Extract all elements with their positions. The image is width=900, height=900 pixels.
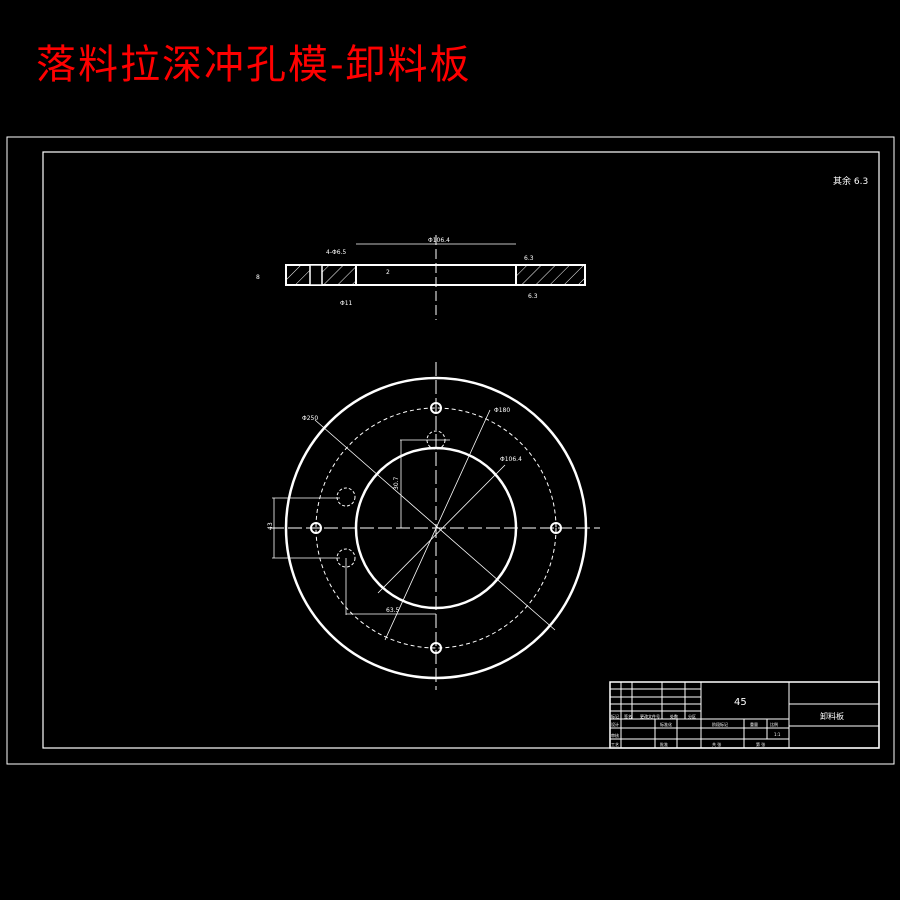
label-approve: 批准: [660, 741, 668, 747]
label-review: 审核: [611, 732, 619, 738]
label-change-doc: 更改文件号: [640, 713, 660, 719]
dim-inner-side: Φ106.4: [428, 237, 450, 244]
dim-counterbore: Φ11: [340, 300, 353, 307]
label-total-sheets: 共 张: [712, 741, 721, 747]
outer-circle: [284, 376, 588, 680]
dim-bottom: 63.5: [386, 607, 400, 614]
side-view: Φ106.4 4-Φ6.5 8 Φ11 2 6.3 6.3: [256, 235, 586, 320]
label-mark: 标记: [611, 713, 619, 719]
label-design: 设计: [611, 721, 619, 727]
outer-frame: [6, 136, 895, 765]
inner-frame: [42, 151, 880, 749]
scale-value: 1:1: [774, 732, 781, 737]
rough-bottom: 6.3: [528, 293, 538, 300]
dim-outer: Φ250: [302, 415, 318, 422]
inner-circle: [354, 446, 518, 610]
bolt-circle: [315, 407, 557, 649]
label-scale: 比例: [770, 721, 778, 727]
label-sheet: 第 张: [756, 741, 765, 747]
dim-thickness: 8: [256, 274, 260, 281]
label-process: 工艺: [611, 742, 619, 747]
part-name: 卸料板: [820, 711, 844, 721]
dim-vertical: 30.7: [393, 476, 400, 490]
material: 45: [734, 697, 747, 708]
label-sign: 签名: [624, 713, 632, 719]
dim-bolt: Φ180: [494, 407, 510, 414]
label-zone: 分区: [688, 713, 696, 719]
rough-top: 6.3: [524, 255, 534, 262]
drawing-title: 落料拉深冲孔模-卸料板: [36, 42, 472, 88]
label-standard: 标准化: [660, 721, 672, 727]
dim-inner: Φ106.4: [500, 456, 522, 463]
label-stage: 阶段标记: [712, 721, 728, 727]
plan-view: Φ250 Φ180 Φ106.4 30.7 43 63.5: [267, 362, 600, 690]
roughness-note: 其余 6.3: [833, 175, 868, 187]
dim-depth: 2: [386, 269, 390, 276]
dim-left: 43: [267, 522, 274, 530]
title-block: 45 卸料板 标记 更改文件号 阶段标记 重量 比例 1:1 共 张 第 张 设…: [609, 681, 880, 749]
label-count: 处数: [670, 713, 678, 719]
dim-hole: 4-Φ6.5: [326, 249, 346, 256]
label-weight: 重量: [750, 721, 758, 727]
hatch-right: [515, 264, 586, 286]
